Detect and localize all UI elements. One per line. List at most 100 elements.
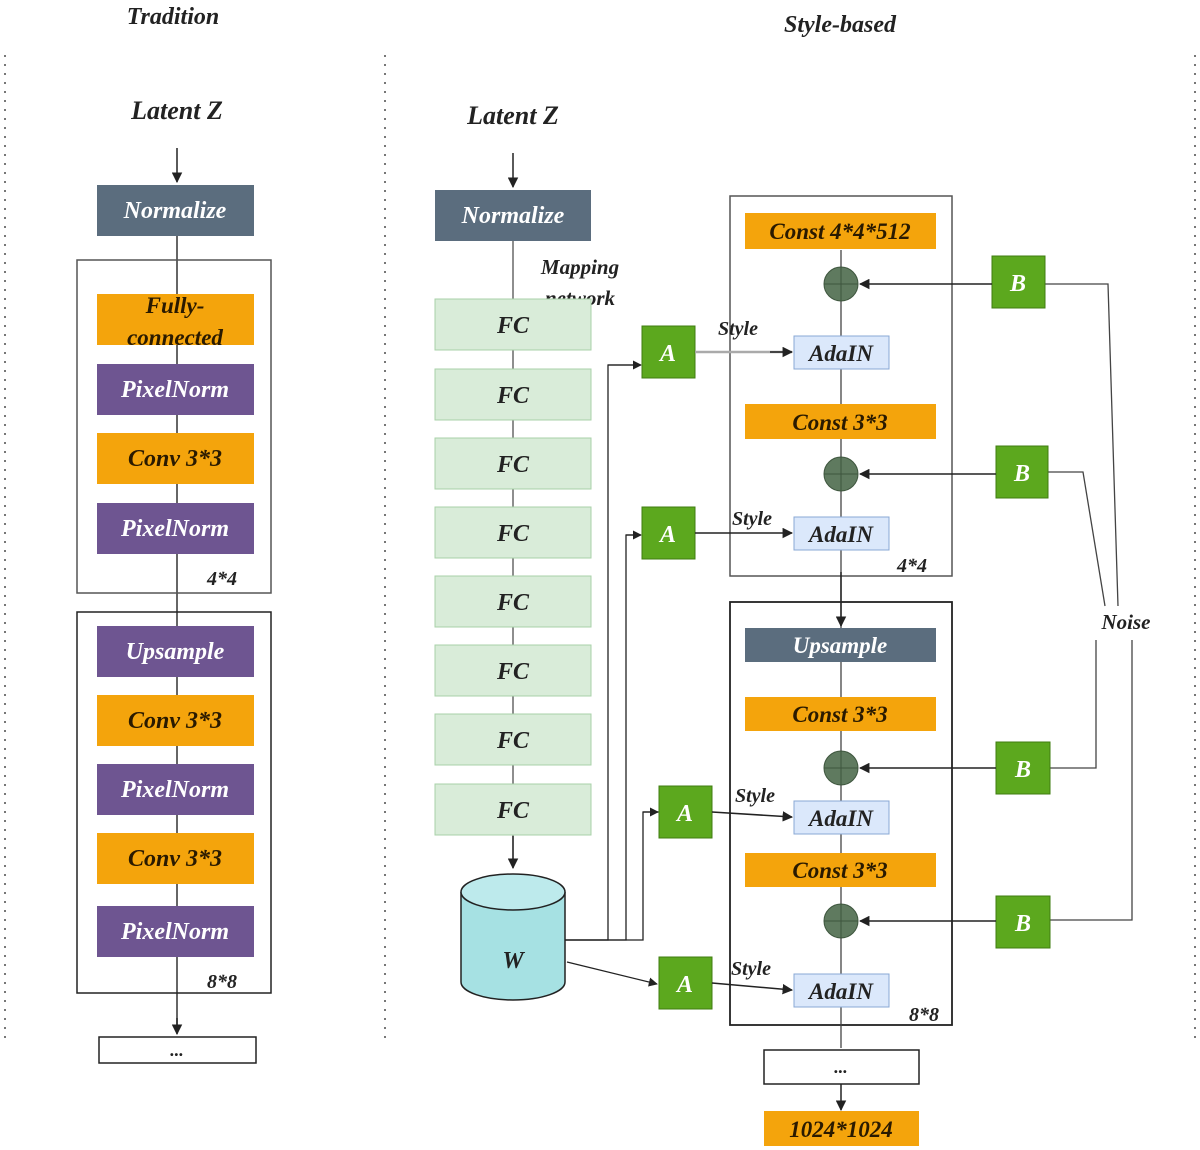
left-pixelnorm-block-4 [97, 906, 254, 957]
svg-text:FC: FC [496, 798, 530, 824]
noise-b-block-4 [995, 895, 1051, 949]
svg-text:...: ... [834, 1057, 848, 1077]
svg-text:Const 3*3: Const 3*3 [792, 410, 887, 435]
left-upsample-block [97, 626, 254, 677]
svg-text:Normalize: Normalize [123, 198, 227, 224]
fc-layer-3 [434, 437, 592, 490]
svg-text:PixelNorm: PixelNorm [120, 919, 229, 945]
left-latent-z-label: Latent Z [130, 96, 223, 125]
fc-layer-7 [434, 713, 592, 766]
svg-text:FC: FC [496, 521, 530, 547]
svg-text:Const 3*3: Const 3*3 [792, 702, 887, 727]
left-normalize-block [97, 185, 254, 236]
svg-text:connected: connected [127, 325, 223, 350]
svg-text:A: A [658, 341, 676, 367]
left-conv-block-1 [97, 433, 254, 484]
svg-text:FC: FC [496, 383, 530, 409]
left-pixelnorm-block-1 [97, 364, 254, 415]
svg-text:A: A [675, 972, 693, 998]
fc-layer-2 [434, 368, 592, 421]
right-normalize-block [435, 190, 591, 241]
svg-text:B: B [1014, 911, 1031, 937]
svg-text:W: W [502, 948, 525, 974]
svg-text:AdaIN: AdaIN [807, 341, 874, 366]
noise-line-3 [1050, 640, 1097, 769]
left-conv-block-3 [97, 833, 254, 884]
right-ellipsis-block [763, 1049, 920, 1085]
const-4x4x512-block [745, 213, 936, 249]
svg-text:Style: Style [735, 785, 775, 807]
left-8x8-block-frame [76, 611, 272, 994]
svg-text:PixelNorm: PixelNorm [120, 377, 229, 403]
adain-block-2 [793, 516, 890, 551]
svg-text:Style: Style [732, 508, 772, 530]
svg-text:Style: Style [718, 318, 758, 340]
svg-text:FC: FC [496, 313, 530, 339]
adain-block-4 [793, 973, 890, 1008]
svg-text:B: B [1009, 271, 1026, 297]
noise-label: Noise [1101, 610, 1151, 634]
output-1024-block [764, 1111, 919, 1146]
svg-text:Upsample: Upsample [126, 639, 225, 665]
left-pixelnorm-block-3 [97, 764, 254, 815]
svg-text:Normalize: Normalize [461, 203, 565, 229]
noise-b-block-2 [995, 445, 1049, 499]
right-upsample-block [745, 628, 936, 662]
svg-text:FC: FC [496, 452, 530, 478]
mapping-network-label-line1: Mapping [540, 255, 619, 279]
synthesis-4x4-label: 4*4 [896, 555, 927, 577]
svg-text:PixelNorm: PixelNorm [120, 516, 229, 542]
const-3x3-block-3 [745, 853, 936, 887]
svg-text:Conv 3*3: Conv 3*3 [128, 846, 222, 872]
left-pixelnorm-block-2 [97, 503, 254, 554]
left-4x4-label: 4*4 [206, 568, 237, 590]
svg-text:FC: FC [496, 659, 530, 685]
svg-text:Upsample: Upsample [793, 633, 888, 658]
synthesis-8x8-label: 8*8 [909, 1004, 939, 1026]
style-based-title: Style-based [784, 12, 897, 38]
svg-text:Style: Style [731, 958, 771, 980]
style-arrow-4 [711, 982, 794, 995]
const-3x3-block-1 [745, 404, 936, 439]
svg-text:FC: FC [496, 590, 530, 616]
fc-layer-4 [434, 506, 592, 559]
svg-text:A: A [658, 522, 676, 548]
w-latent-cylinder: W [460, 873, 566, 1001]
svg-text:AdaIN: AdaIN [807, 806, 874, 831]
left-4x4-block-frame [76, 259, 272, 594]
style-a-block-1 [641, 325, 696, 379]
right-latent-z-label: Latent Z [466, 101, 559, 130]
fc-layer-5 [434, 575, 592, 628]
svg-text:PixelNorm: PixelNorm [120, 777, 229, 803]
fc-layers: FC FC FC FC FC FC FC FC [434, 298, 592, 836]
svg-text:B: B [1014, 757, 1031, 783]
adain-block-3 [793, 800, 890, 835]
style-arrow-3 [711, 811, 794, 822]
left-ellipsis-block [98, 1036, 257, 1064]
svg-text:Const 3*3: Const 3*3 [792, 858, 887, 883]
fc-layer-8 [434, 783, 592, 836]
left-fully-connected-block [97, 294, 254, 345]
svg-text:AdaIN: AdaIN [807, 979, 874, 1004]
svg-text:1024*1024: 1024*1024 [789, 1117, 893, 1142]
left-conv-block-2 [97, 695, 254, 746]
svg-text:Const 4*4*512: Const 4*4*512 [769, 219, 910, 244]
svg-text:Fully-: Fully- [145, 293, 205, 318]
fc-layer-1 [434, 298, 592, 351]
noise-b-block-1 [991, 255, 1046, 309]
svg-text:AdaIN: AdaIN [807, 522, 874, 547]
fc-layer-6 [434, 644, 592, 697]
left-8x8-label: 8*8 [207, 971, 237, 993]
const-3x3-block-2 [745, 697, 936, 731]
noise-line-2 [1048, 471, 1106, 607]
noise-line-4 [1050, 640, 1133, 921]
svg-text:Conv 3*3: Conv 3*3 [128, 446, 222, 472]
noise-line-1 [1045, 283, 1119, 607]
svg-text:...: ... [170, 1040, 184, 1060]
svg-text:B: B [1013, 461, 1030, 487]
svg-text:FC: FC [496, 728, 530, 754]
adain-block-1 [793, 335, 890, 370]
svg-text:Conv 3*3: Conv 3*3 [128, 708, 222, 734]
